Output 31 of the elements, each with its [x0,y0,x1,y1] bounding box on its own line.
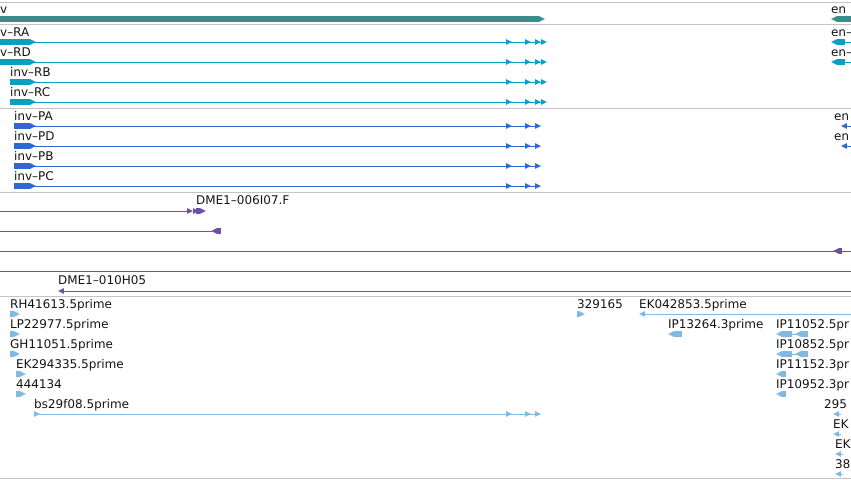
feature-label: EK042853.5prime [639,297,747,311]
feature-label: v–RA [0,25,30,39]
feature-label: EK [835,437,850,451]
feature-label: LP22977.5prime [10,317,109,331]
feature-label: DME1–010H05 [58,273,146,287]
feature-label: RH41613.5prime [10,297,112,311]
feature-label: EK [833,417,848,431]
feature-label: 444134 [16,377,62,391]
feature-label: 38 [835,457,850,471]
feature-label: inv–PB [14,149,54,163]
feature-label: IP11052.5pr [776,317,849,331]
feature-label: DME1–006I07.F [196,193,290,207]
feature-label: bs29f08.5prime [34,397,130,411]
feature-label: inv–RC [10,85,50,99]
feature-label: en [834,129,849,143]
feature-label: inv–RB [10,65,51,79]
feature-label: v–RD [0,45,31,59]
feature-label: GH11051.5prime [10,337,113,351]
feature-label: IP10952.3pr [776,377,849,391]
feature-label: inv–PA [14,109,53,123]
feature-label: 295 [824,397,847,411]
feature-label: EK294335.5prime [16,357,124,371]
feature-label: 329165 [577,297,623,311]
feature-label: inv–PC [14,169,54,183]
feature-label: v [0,2,8,16]
feature-label: en [834,109,849,123]
feature-label: IP13264.3prime [668,317,764,331]
feature-label: inv–PD [14,129,55,143]
feature-label: en [831,2,846,16]
feature-label: IP11152.3pr [776,357,849,371]
feature-label: IP10852.5pr [776,337,849,351]
